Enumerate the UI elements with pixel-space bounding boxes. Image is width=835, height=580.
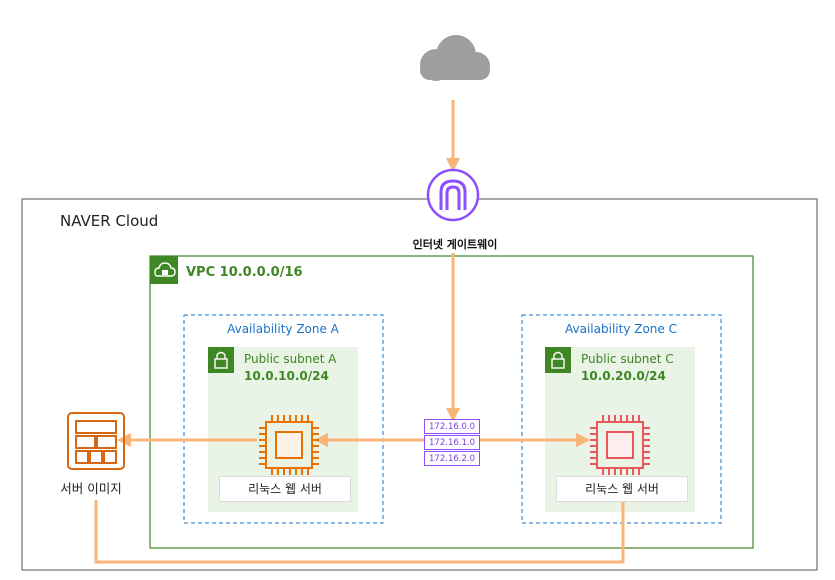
- internet-cloud-icon: [420, 35, 490, 81]
- subnet-a-name: Public subnet A: [244, 352, 337, 366]
- server-image-label: 서버 이미지: [60, 481, 122, 496]
- route-table-entry: 172.16.1.0: [424, 435, 480, 450]
- availability-zone-a-label: Availability Zone A: [227, 322, 339, 336]
- vpc-label: VPC 10.0.0.0/16: [186, 265, 303, 280]
- traffic-flow-lines: [94, 100, 625, 564]
- route-table-entry: 172.16.0.0: [424, 419, 480, 434]
- subnet-c-name: Public subnet C: [581, 352, 674, 366]
- subnet-lock-icon: [208, 347, 234, 373]
- internet-gateway-icon: [426, 168, 480, 222]
- subnet-a-cidr: 10.0.10.0/24: [244, 369, 329, 383]
- route-table-entry: 172.16.2.0: [424, 451, 480, 466]
- subnet-lock-icon: [545, 347, 571, 373]
- subnet-c-cidr: 10.0.20.0/24: [581, 369, 666, 383]
- naver-cloud-border: [21, 198, 818, 571]
- az-a-border: [183, 314, 384, 524]
- ec2-instance-icon: [259, 415, 319, 475]
- server-image-icon: [67, 412, 125, 470]
- vpc-cloud-icon: [150, 256, 178, 284]
- ec2-instance-icon: [590, 415, 650, 475]
- availability-zone-c-label: Availability Zone C: [565, 322, 677, 336]
- web-server-a-label: 리눅스 웹 서버: [219, 476, 351, 502]
- web-server-c-label: 리눅스 웹 서버: [556, 476, 688, 502]
- internet-gateway-label: 인터넷 게이트웨이: [412, 238, 498, 251]
- naver-cloud-title: NAVER Cloud: [60, 212, 159, 230]
